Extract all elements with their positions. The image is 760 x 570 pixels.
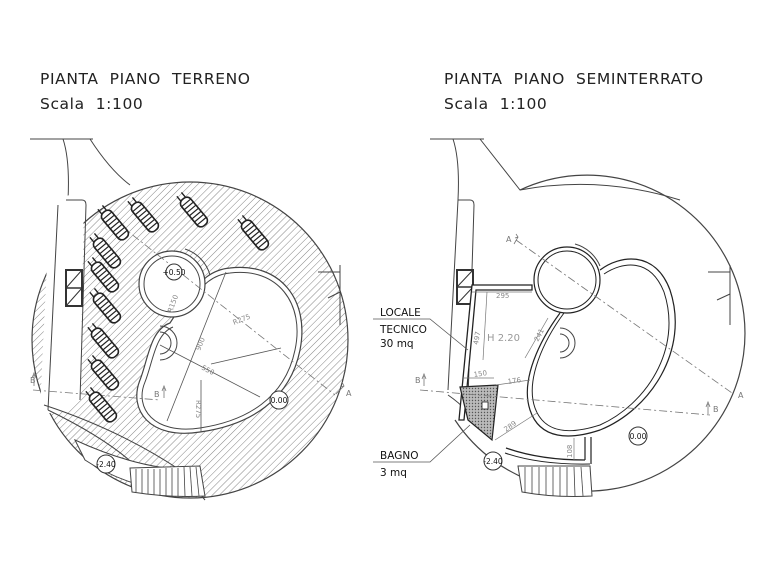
ramp-wall xyxy=(66,199,87,401)
room-label-tecnico: TECNICO xyxy=(379,324,427,336)
section-mark-b-left: B xyxy=(415,376,421,385)
section-mark-a-top: A xyxy=(506,235,512,244)
level-marker-000: 0.00 xyxy=(269,390,289,410)
svg-text:-2.40: -2.40 xyxy=(96,460,116,469)
section-line-a xyxy=(515,239,733,394)
technical-room-wall xyxy=(458,284,533,421)
room-label-locale: LOCALE xyxy=(380,307,421,319)
ground-floor-plan: +0.50 0.00 -2.40 R150 R275 900 550 R275 … xyxy=(30,138,352,501)
room-area-bagno: 3 mq xyxy=(380,467,407,479)
room-area-tecnico: 30 mq xyxy=(380,338,414,350)
stairs xyxy=(129,465,206,497)
section-line-a xyxy=(119,224,336,396)
room-height-label: H 2.20 xyxy=(487,333,520,344)
ventilation-grille xyxy=(456,269,474,305)
ground-floor-title: PIANTA PIANO TERRENO xyxy=(40,70,251,88)
dim-r275-bottom: R275 xyxy=(194,400,202,418)
section-line-b xyxy=(32,389,161,401)
section-mark-a-bottom: A xyxy=(738,391,744,400)
svg-text:0.00: 0.00 xyxy=(630,432,647,441)
level-marker-minus-240: -2.40 xyxy=(96,454,116,474)
pool-wall xyxy=(526,258,676,437)
round-room xyxy=(533,246,601,314)
basement-title: PIANTA PIANO SEMINTERRATO xyxy=(444,70,704,88)
stairs xyxy=(517,465,593,497)
dim-289: 289 xyxy=(503,419,519,433)
section-mark-b-right: B xyxy=(154,390,160,399)
level-marker-minus-240: -2.40 xyxy=(483,451,503,471)
svg-text:0.00: 0.00 xyxy=(271,396,288,405)
dim-295: 295 xyxy=(496,292,509,300)
level-marker-000: 0.00 xyxy=(628,426,648,446)
dim-150: 150 xyxy=(473,369,487,379)
svg-text:+0.50: +0.50 xyxy=(163,268,186,277)
section-mark-b-left: B xyxy=(30,376,36,385)
level-marker-plus-050: +0.50 xyxy=(163,263,186,281)
dim-497: 497 xyxy=(472,331,482,346)
dim-108: 108 xyxy=(566,445,574,458)
bathroom xyxy=(459,384,499,442)
ventilation-grille xyxy=(65,269,83,307)
section-mark-a-right: A xyxy=(346,389,352,398)
section-line-b xyxy=(419,389,711,416)
toilet-icon xyxy=(481,401,489,410)
section-mark-b-right: B xyxy=(713,405,719,414)
basement-plan: 295 497 241 150 176 289 108 H 2.20 LOCAL… xyxy=(373,138,746,497)
ground-floor-scale: Scala 1:100 xyxy=(40,95,144,113)
room-label-bagno: BAGNO xyxy=(380,450,418,462)
dim-241: 241 xyxy=(533,327,546,343)
svg-text:-2.40: -2.40 xyxy=(483,457,503,466)
dim-176: 176 xyxy=(507,376,522,386)
basement-scale: Scala 1:100 xyxy=(444,95,548,113)
